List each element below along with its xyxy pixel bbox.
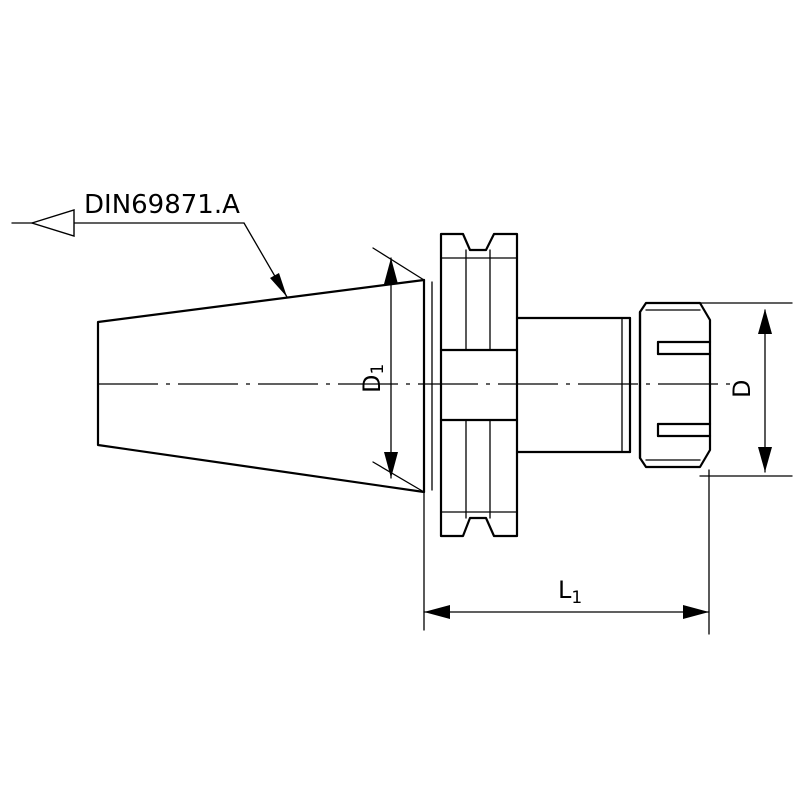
standard-leader [11, 209, 288, 298]
dim-d1 [372, 247, 425, 493]
dim-d1-main: D [358, 375, 386, 393]
standard-label: DIN69871.A [84, 190, 240, 220]
dim-l1-label: L1 [558, 576, 582, 608]
dim-l1-sub: 1 [571, 588, 582, 608]
dim-d1-label: D1 [358, 364, 388, 393]
dim-d1-sub: 1 [368, 364, 388, 375]
dim-l1-main: L [558, 576, 572, 604]
taper-cone [96, 278, 433, 494]
dim-d-label: D [728, 380, 756, 398]
shank-body [515, 316, 632, 454]
dim-d [699, 302, 793, 477]
flange [439, 232, 519, 538]
collet-nut [638, 301, 712, 469]
dim-l1 [423, 469, 710, 635]
